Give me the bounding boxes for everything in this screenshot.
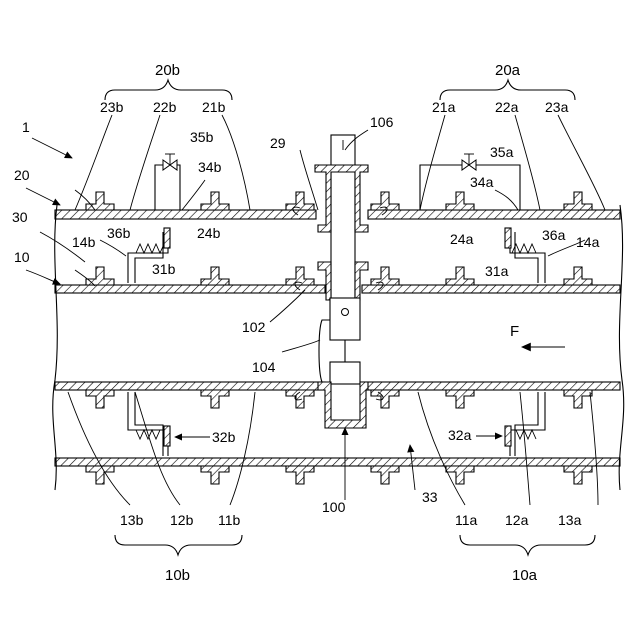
labels: 1 20 30 10 20b 20a 10b 10a 23b 22b 21b 3… — [12, 62, 600, 584]
label-32a: 32a — [448, 427, 472, 443]
bellows-32b — [128, 392, 170, 456]
label-22a: 22a — [495, 99, 519, 115]
spring-31a — [512, 244, 536, 253]
flange — [371, 390, 399, 408]
spring-31b — [136, 244, 164, 253]
leader-1 — [32, 138, 72, 158]
brace-20a — [440, 80, 575, 100]
flange — [286, 466, 314, 484]
flange — [564, 192, 592, 210]
label-29: 29 — [270, 135, 286, 151]
label-20a: 20a — [495, 62, 521, 79]
label-23b: 23b — [100, 99, 124, 115]
bellows-14a — [505, 228, 545, 283]
label-24b: 24b — [197, 225, 221, 241]
flange — [371, 466, 399, 484]
flange — [286, 192, 314, 210]
lower-housing — [318, 382, 368, 428]
flange — [371, 267, 399, 285]
label-36a: 36a — [542, 227, 566, 243]
flange — [564, 466, 592, 484]
label-31a: 31a — [485, 263, 509, 279]
label-31b: 31b — [152, 261, 176, 277]
label-23a: 23a — [545, 99, 569, 115]
flange — [564, 267, 592, 285]
label-33: 33 — [422, 489, 438, 505]
valve-icon — [163, 154, 177, 170]
flange — [86, 466, 114, 484]
gate-valve-104 — [319, 298, 360, 384]
flange — [201, 466, 229, 484]
valve-icon — [462, 154, 476, 170]
flange — [446, 267, 474, 285]
flange — [446, 466, 474, 484]
label-22b: 22b — [153, 99, 177, 115]
label-35a: 35a — [490, 144, 514, 160]
brace-10a — [460, 535, 595, 555]
brace-10b — [115, 535, 242, 555]
flange — [446, 390, 474, 408]
label-21a: 21a — [432, 99, 456, 115]
flange — [201, 192, 229, 210]
label-35b: 35b — [190, 129, 214, 145]
bypass-line-34b — [155, 154, 180, 210]
label-14b: 14b — [72, 234, 96, 250]
flange — [201, 267, 229, 285]
flange — [86, 267, 114, 285]
label-10: 10 — [14, 249, 30, 265]
label-13a: 13a — [558, 512, 582, 528]
label-1: 1 — [22, 119, 30, 135]
flange — [86, 390, 114, 408]
outer-pipe-bottom-wall — [55, 458, 620, 466]
label-102: 102 — [242, 319, 266, 335]
flange — [86, 192, 114, 210]
flange — [201, 390, 229, 408]
label-24a: 24a — [450, 231, 474, 247]
flange — [564, 390, 592, 408]
label-12b: 12b — [170, 512, 194, 528]
label-34a: 34a — [470, 174, 494, 190]
flange — [446, 192, 474, 210]
label-32b: 32b — [212, 429, 236, 445]
flow-label: F — [510, 323, 519, 340]
label-100: 100 — [322, 499, 346, 515]
label-21b: 21b — [202, 99, 226, 115]
flange — [286, 390, 314, 408]
shaft-106 — [331, 135, 355, 300]
label-10a: 10a — [512, 567, 538, 584]
label-30: 30 — [12, 209, 28, 225]
label-20: 20 — [14, 167, 30, 183]
brace-20b — [105, 80, 232, 100]
label-10b: 10b — [165, 567, 190, 584]
label-13b: 13b — [120, 512, 144, 528]
label-11b: 11b — [218, 512, 241, 528]
label-20b: 20b — [155, 62, 180, 79]
label-14a: 14a — [576, 234, 600, 250]
label-34b: 34b — [198, 159, 222, 175]
label-104: 104 — [252, 359, 276, 375]
label-12a: 12a — [505, 512, 529, 528]
label-36b: 36b — [107, 225, 131, 241]
label-11a: 11a — [455, 512, 478, 528]
label-106: 106 — [370, 114, 394, 130]
